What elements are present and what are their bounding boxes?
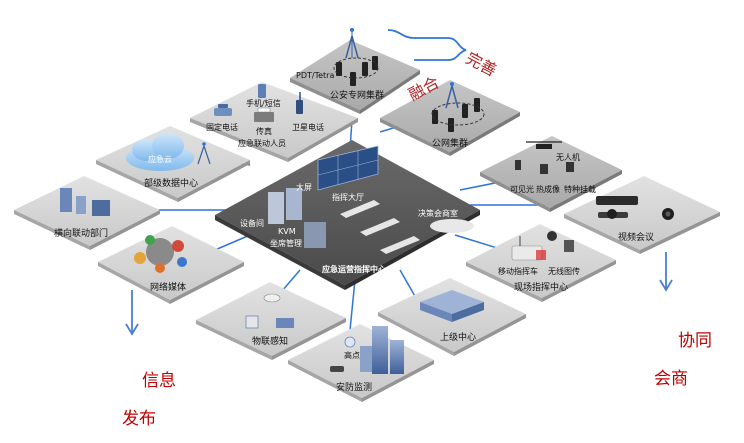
tile-network-media: 网络媒体 xyxy=(98,226,244,304)
label-phone-sms: 手机/短信 xyxy=(246,98,281,108)
wireless-transmitter-icon xyxy=(547,231,574,252)
server-rack-icon xyxy=(60,188,110,216)
label-collab: 协同 xyxy=(678,331,712,351)
high-rise-building-icon xyxy=(360,326,404,374)
walkie-talkie-icon xyxy=(336,56,378,86)
tile-horizontal-dept: 横向联动部门 xyxy=(14,176,160,250)
label-public-cluster: 公网集群 xyxy=(432,137,468,149)
label-sat-phone: 卫星电话 xyxy=(292,122,324,132)
center-title: 应急运营指挥中心 xyxy=(322,264,386,274)
tile-public-cluster: 公网集群 xyxy=(380,80,520,156)
tile-drone: 无人机 可见光 热成像 特种挂载 xyxy=(480,136,622,212)
label-fax: 传真 xyxy=(256,126,272,136)
mobile-phone-icon xyxy=(258,84,266,98)
label-police-cluster: 公安专网集群 xyxy=(330,89,384,101)
label-decision-room: 决策会商室 xyxy=(418,208,458,218)
label-superior-center: 上级中心 xyxy=(440,331,476,343)
label-equipment-room: 设备间 xyxy=(240,218,264,228)
walkie-talkie-icon xyxy=(432,98,480,132)
big-screen-icon xyxy=(317,145,379,191)
center-command-tile: 大屏 指挥大厅 设备间 KVM 坐席管理 决策会商室 应急运营指挥中心 xyxy=(215,140,480,290)
label-landline: 固定电话 xyxy=(206,122,238,132)
fax-icon xyxy=(254,107,274,122)
server-cabinet-icon xyxy=(268,188,326,248)
command-desk-icon xyxy=(340,200,420,254)
label-iot-sensing: 物联感知 xyxy=(252,335,288,347)
tile-superior-center: 上级中心 xyxy=(378,278,526,356)
label-big-screen: 大屏 xyxy=(296,182,312,192)
label-consult: 会商 xyxy=(654,369,688,389)
label-cloud: 应急云 xyxy=(148,154,172,164)
command-vehicle-icon xyxy=(511,236,546,261)
radio-tower-icon xyxy=(445,82,459,109)
collab-consult-arrow xyxy=(659,252,673,292)
security-camera-icon xyxy=(330,336,356,372)
antenna-icon xyxy=(197,142,211,165)
label-kvm: KVM xyxy=(278,227,296,236)
label-visible-light: 可见光 xyxy=(510,184,534,194)
radio-tower-icon xyxy=(345,28,359,59)
label-info: 信息 xyxy=(142,371,176,391)
satellite-phone-icon xyxy=(296,92,303,114)
smoke-detector-icon xyxy=(263,293,281,303)
tile-security-monitoring: 高点 安防监测 xyxy=(288,324,434,402)
label-special-mount: 特种挂载 xyxy=(564,184,596,194)
camera-gimbal-icon xyxy=(515,160,574,174)
tile-iot-sensing: 物联感知 xyxy=(196,282,346,360)
label-seat-mgmt: 坐席管理 xyxy=(270,238,302,248)
label-field-cmd-center: 现场指挥中心 xyxy=(514,281,568,293)
tile-field-command: 移动指挥车 无线图传 现场指挥中心 xyxy=(466,224,616,302)
conference-camera-icon xyxy=(607,208,674,220)
tile-data-center: 应急云 部级数据中心 xyxy=(96,126,250,202)
tile-police-cluster: PDT/Tetra 公安专网集群 xyxy=(290,28,420,114)
label-complete: 完善 xyxy=(463,48,500,80)
label-network-media: 网络媒体 xyxy=(150,281,186,293)
label-command-hall: 指挥大厅 xyxy=(332,192,364,202)
tile-video-conference: 视频会议 xyxy=(564,176,720,254)
label-mobile-vehicle: 移动指挥车 xyxy=(498,266,538,276)
label-drone: 无人机 xyxy=(556,152,580,162)
label-thermal: 热成像 xyxy=(536,184,560,194)
info-release-arrow xyxy=(125,290,139,336)
label-release: 发布 xyxy=(122,409,156,429)
label-security-monitor: 安防监测 xyxy=(336,381,372,393)
drone-icon xyxy=(526,141,562,149)
label-emergency-staff: 应急联动人员 xyxy=(238,138,286,148)
label-dept-data-center: 部级数据中心 xyxy=(144,177,198,189)
label-pdt: PDT/Tetra xyxy=(296,71,334,80)
network-media-icon xyxy=(134,235,187,273)
tile-communications: 手机/短信 固定电话 传真 卫星电话 应急联动人员 xyxy=(190,82,358,162)
sensor-device-icon xyxy=(245,315,294,329)
label-horizontal-dept: 横向联动部门 xyxy=(54,227,108,239)
building-icon xyxy=(420,290,484,322)
conference-table-icon xyxy=(430,219,474,233)
label-wireless-image: 无线图传 xyxy=(548,266,580,276)
label-high-point: 高点 xyxy=(344,350,360,360)
label-video-conf: 视频会议 xyxy=(618,231,654,243)
cloud-icon xyxy=(126,133,194,171)
landline-phone-icon xyxy=(214,104,232,116)
